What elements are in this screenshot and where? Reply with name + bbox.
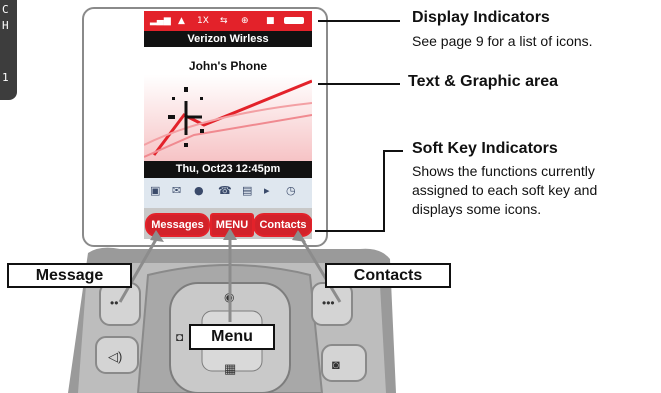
signal-icon: ▂▄▆	[150, 16, 171, 26]
carrier-name: Verizon Wirless	[144, 31, 312, 47]
soft-key-contacts[interactable]: Contacts	[253, 213, 312, 237]
label-contacts: Contacts	[325, 263, 451, 288]
soft-key-indicators-title: Soft Key Indicators	[412, 140, 558, 157]
phone-screen: ▂▄▆ ▲ 1X ⇆ ⊕ ■ Verizon Wirless John's Ph…	[144, 11, 312, 239]
speakerphone-key	[95, 336, 139, 374]
callout-line-softkey	[315, 230, 385, 232]
callout-line-text	[318, 83, 400, 85]
arrow-head	[223, 228, 237, 240]
owner-name: John's Phone	[188, 59, 268, 73]
message-icon: ✉	[172, 184, 182, 197]
display-indicators-desc: See page 9 for a list of icons.	[412, 33, 593, 49]
clock-wallpaper	[144, 75, 312, 163]
label-message: Message	[7, 263, 132, 288]
arrow-head	[292, 230, 306, 242]
wallpaper-swoosh	[144, 102, 312, 146]
clock-face	[168, 87, 204, 147]
battery-icon	[284, 17, 304, 24]
location-icon: ⊕	[241, 16, 249, 26]
display-indicators-title: Display Indicators	[412, 9, 550, 26]
camera-icon: ◙	[332, 357, 340, 372]
label-menu: Menu	[189, 324, 275, 350]
soft-key-desc-line: assigned to each soft key and	[412, 182, 598, 198]
roaming-icon: ▲	[178, 16, 185, 26]
chapter-tab-number: 1	[2, 71, 9, 84]
lock-icon: ■	[266, 16, 275, 26]
callout-arrows	[118, 228, 342, 322]
status-bar: ▂▄▆ ▲ 1X ⇆ ⊕ ■	[144, 11, 312, 33]
voice-icon: ☎	[218, 184, 232, 197]
1x-icon: 1X	[197, 16, 209, 26]
wallpaper-swoosh	[144, 114, 312, 158]
indicator-icon-row: ▣ ✉ ● ☎ ▤ ▸ ◷	[144, 178, 312, 208]
callout-line-display	[318, 20, 400, 22]
data-icon: ⇆	[220, 16, 228, 26]
clock-tick	[200, 97, 203, 100]
text-graphic-title: Text & Graphic area	[408, 73, 558, 90]
volume-icon: ▸	[264, 184, 270, 197]
alarm-icon: ◷	[286, 184, 296, 197]
people-icon: ●	[194, 184, 204, 197]
callout-line-softkey	[383, 150, 385, 232]
clock-tick	[172, 97, 175, 100]
date-time-bar: Thu, Oct23 12:45pm	[144, 161, 312, 178]
photo-icon: ▣	[150, 184, 161, 197]
clock-tick	[168, 115, 175, 119]
clock-tick	[200, 129, 204, 133]
chapter-tab: C H 1	[0, 0, 17, 100]
arrow-contacts	[298, 235, 342, 303]
right-soft-key-dots: •••	[322, 296, 335, 310]
clock-tick	[184, 87, 188, 92]
calendar-key-icon: ▦	[224, 361, 236, 376]
callout-line-softkey	[383, 150, 403, 152]
chapter-tab-letter: H	[2, 19, 9, 32]
soft-key-desc-line: displays some icons.	[412, 201, 542, 217]
calendar-icon: ▤	[242, 184, 253, 197]
arrow-message	[118, 235, 160, 303]
arrow-head	[150, 230, 164, 242]
left-soft-key-dots: ••	[110, 296, 118, 310]
clock-tick	[184, 143, 188, 147]
contacts-key-icon: ◘	[176, 330, 183, 344]
soft-key-desc-line: Shows the functions currently	[412, 163, 595, 179]
soft-key-bar: Messages MENU Contacts	[144, 208, 312, 239]
speaker-icon: ◁)	[108, 349, 122, 364]
chapter-tab-letter: C	[2, 3, 9, 16]
camera-key	[321, 344, 367, 382]
